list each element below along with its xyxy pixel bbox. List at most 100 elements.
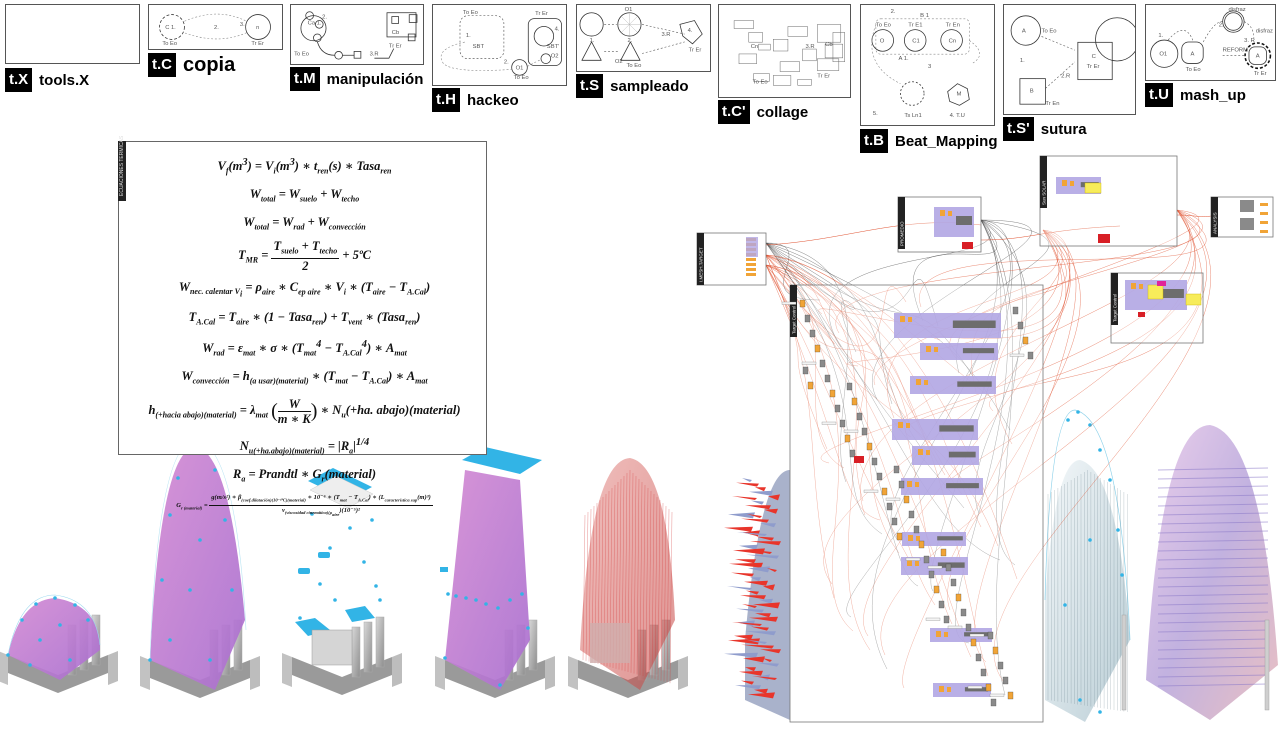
node-slider[interactable] — [967, 685, 983, 689]
node-param[interactable] — [746, 268, 756, 271]
node-cluster[interactable] — [892, 419, 978, 440]
node-param[interactable] — [907, 560, 912, 566]
node-component[interactable] — [945, 563, 952, 572]
node-component[interactable] — [940, 548, 947, 557]
node-cluster[interactable] — [910, 376, 996, 394]
node-param[interactable] — [906, 423, 910, 428]
node-component[interactable] — [985, 683, 992, 692]
node-panel[interactable] — [948, 451, 976, 458]
node-component[interactable] — [965, 623, 972, 632]
node-param[interactable] — [924, 380, 928, 385]
node-param[interactable] — [936, 631, 941, 637]
node-panel[interactable] — [952, 320, 996, 329]
node-component[interactable] — [891, 517, 898, 526]
node-panel[interactable] — [962, 348, 995, 354]
node-param[interactable] — [746, 258, 756, 261]
node-param[interactable] — [1260, 212, 1268, 215]
node-param[interactable] — [746, 273, 756, 276]
node-panel[interactable] — [939, 425, 974, 432]
node-param[interactable] — [1260, 203, 1268, 206]
node-component[interactable] — [814, 344, 821, 353]
node-component[interactable] — [898, 480, 905, 489]
node-slider[interactable] — [947, 625, 963, 629]
node-slider[interactable] — [1009, 353, 1025, 357]
node-component[interactable] — [802, 366, 809, 375]
node-component[interactable] — [809, 329, 816, 338]
node-param[interactable] — [947, 687, 951, 692]
node-component[interactable] — [938, 600, 945, 609]
node-highlight[interactable] — [1157, 281, 1166, 286]
node-slider[interactable] — [969, 633, 985, 637]
node-component[interactable] — [923, 555, 930, 564]
node-param[interactable] — [1062, 180, 1067, 186]
node-component[interactable] — [1017, 321, 1024, 330]
node-cluster[interactable] — [902, 532, 966, 546]
node-cluster[interactable] — [920, 343, 998, 360]
node-panel-yellow[interactable] — [1147, 284, 1164, 300]
node-component[interactable] — [804, 314, 811, 323]
node-component[interactable] — [1012, 306, 1019, 315]
node-component[interactable] — [799, 299, 806, 308]
node-slider[interactable] — [925, 617, 941, 621]
node-component[interactable] — [990, 698, 997, 707]
node-component[interactable] — [834, 404, 841, 413]
node-param[interactable] — [934, 347, 938, 352]
node-slider[interactable] — [821, 421, 837, 425]
node-param[interactable] — [746, 263, 756, 266]
node-component[interactable] — [970, 638, 977, 647]
node-param[interactable] — [926, 450, 930, 455]
node-component[interactable] — [881, 487, 888, 496]
node-component[interactable] — [1027, 351, 1034, 360]
node-component[interactable] — [992, 646, 999, 655]
node-component[interactable] — [903, 495, 910, 504]
node-param[interactable] — [916, 379, 921, 385]
node-component[interactable] — [918, 540, 925, 549]
node-param[interactable] — [940, 210, 945, 216]
node-panel[interactable] — [956, 216, 972, 225]
node-param[interactable] — [1139, 284, 1143, 289]
node-slider[interactable] — [905, 557, 921, 561]
node-cluster[interactable] — [746, 237, 758, 257]
node-component[interactable] — [819, 359, 826, 368]
node-panel-yellow[interactable] — [1084, 182, 1102, 194]
node-slider[interactable] — [927, 565, 943, 569]
node-component[interactable] — [824, 374, 831, 383]
node-component[interactable] — [844, 434, 851, 443]
node-component[interactable] — [807, 381, 814, 390]
node-param[interactable] — [944, 632, 948, 637]
node-param[interactable] — [907, 481, 912, 487]
node-param[interactable] — [948, 211, 952, 216]
node-param[interactable] — [915, 482, 919, 487]
node-component[interactable] — [980, 668, 987, 677]
node-slider[interactable] — [781, 301, 797, 305]
node-component[interactable] — [886, 502, 893, 511]
node-component[interactable] — [893, 465, 900, 474]
node-component[interactable] — [1240, 200, 1254, 212]
node-error[interactable] — [962, 242, 973, 249]
node-param[interactable] — [926, 346, 931, 352]
node-panel[interactable] — [1159, 289, 1184, 298]
node-component[interactable] — [876, 472, 883, 481]
node-param[interactable] — [1260, 230, 1268, 233]
node-param[interactable] — [1070, 181, 1074, 186]
node-param[interactable] — [1131, 283, 1136, 289]
node-param[interactable] — [915, 561, 919, 566]
node-param[interactable] — [898, 422, 903, 428]
node-panel[interactable] — [946, 483, 979, 489]
node-component[interactable] — [950, 578, 957, 587]
node-component[interactable] — [933, 585, 940, 594]
node-component[interactable] — [846, 382, 853, 391]
node-component[interactable] — [871, 457, 878, 466]
node-param[interactable] — [908, 317, 912, 322]
node-component[interactable] — [908, 510, 915, 519]
node-component[interactable] — [1240, 218, 1254, 230]
node-group-g-control[interactable]: Target Control — [789, 284, 1044, 723]
node-component[interactable] — [955, 593, 962, 602]
node-component[interactable] — [851, 397, 858, 406]
node-error[interactable] — [854, 456, 864, 463]
node-component[interactable] — [975, 653, 982, 662]
node-param[interactable] — [918, 449, 923, 455]
node-param[interactable] — [939, 686, 944, 692]
node-param[interactable] — [908, 535, 913, 541]
node-component[interactable] — [839, 419, 846, 428]
